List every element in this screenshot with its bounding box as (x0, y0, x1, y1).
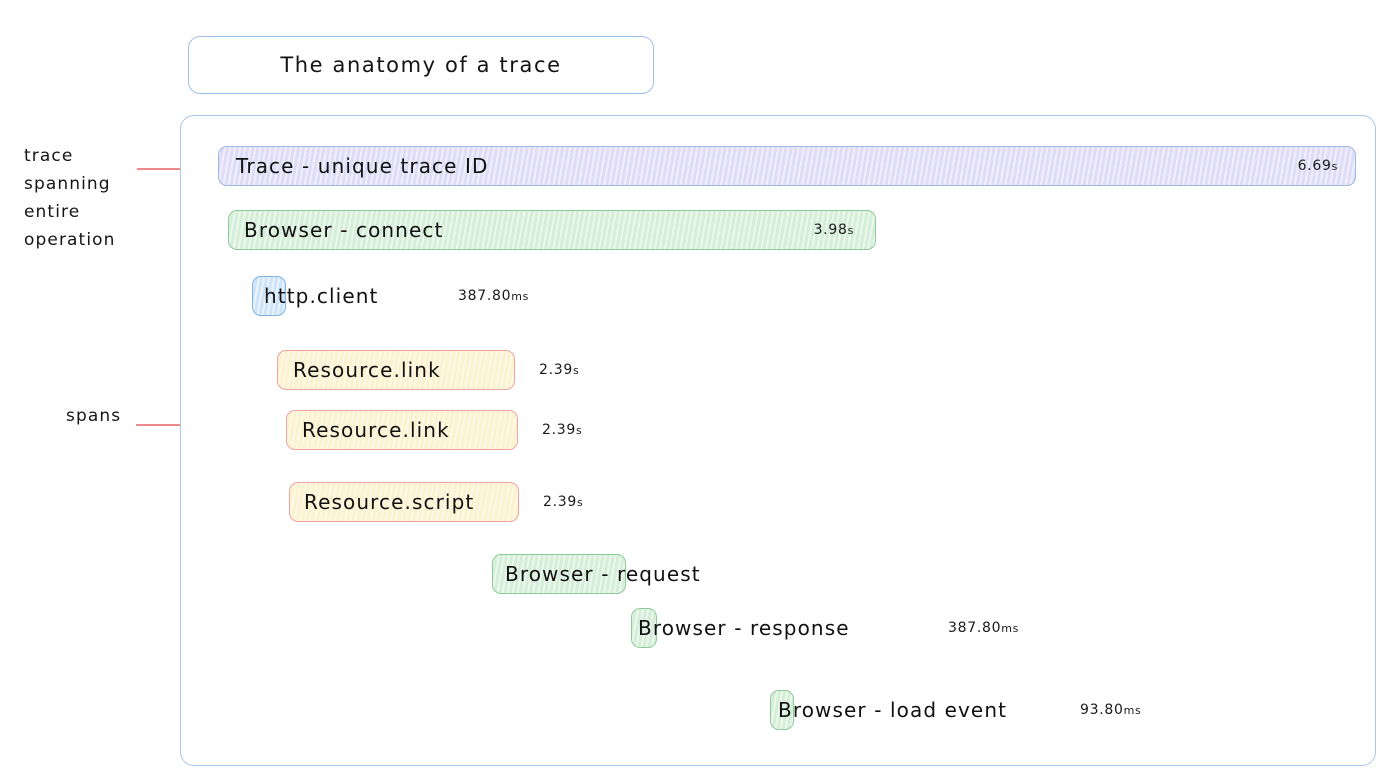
span-duration-trace: 6.69s (1298, 158, 1338, 174)
span-duration-browser-response-unit: ms (1001, 622, 1020, 635)
span-duration-browser-load-event: 93.80ms (1080, 702, 1141, 718)
span-row-http-client[interactable]: http.client 387.80ms (252, 276, 528, 316)
page-title: The anatomy of a trace (280, 53, 562, 77)
span-duration-trace-unit: s (1331, 160, 1338, 173)
span-duration-resource-link-2-unit: s (575, 424, 583, 437)
span-duration-resource-link-1: 2.39s (539, 362, 579, 378)
span-row-browser-response[interactable]: Browser - response 387.80ms (631, 608, 1018, 648)
span-row-trace[interactable]: Trace - unique trace ID 6.69s (218, 146, 1356, 186)
span-duration-http-client: 387.80ms (458, 288, 529, 304)
span-bar-browser-load-event[interactable] (770, 690, 794, 730)
span-duration-browser-connect-value: 3.98 (813, 222, 848, 238)
title-card: The anatomy of a trace (188, 36, 654, 94)
span-bar-resource-link-2[interactable] (286, 410, 518, 450)
span-duration-resource-script: 2.39s (543, 494, 583, 510)
annotation-trace-label: trace spanning entire operation (24, 146, 116, 250)
span-duration-browser-response: 387.80ms (948, 620, 1019, 636)
span-duration-http-client-unit: ms (511, 290, 530, 303)
annotation-spans-label: spans (66, 406, 122, 426)
span-row-resource-link-2[interactable]: Resource.link 2.39s (286, 410, 582, 450)
span-bar-browser-response[interactable] (631, 608, 657, 648)
span-duration-trace-value: 6.69 (1297, 158, 1332, 174)
span-duration-resource-script-unit: s (576, 496, 584, 509)
span-duration-resource-script-value: 2.39 (543, 494, 577, 510)
span-duration-resource-link-1-unit: s (572, 364, 580, 377)
span-duration-browser-connect: 3.98s (814, 222, 854, 238)
span-duration-resource-link-2: 2.39s (542, 422, 582, 438)
annotation-spans-leader-line (136, 424, 210, 426)
span-bar-resource-script[interactable] (289, 482, 519, 522)
span-row-browser-load-event[interactable]: Browser - load event 93.80ms (770, 690, 1141, 730)
span-row-browser-request[interactable]: Browser - request (492, 554, 700, 594)
span-duration-browser-response-value: 387.80 (948, 620, 1002, 636)
span-duration-browser-connect-unit: s (847, 224, 854, 237)
span-bar-http-client[interactable] (252, 276, 286, 316)
span-duration-browser-load-event-value: 93.80 (1080, 702, 1124, 718)
span-duration-resource-link-1-value: 2.39 (539, 362, 573, 378)
span-bar-browser-connect[interactable] (228, 210, 876, 250)
span-bar-browser-request[interactable] (492, 554, 626, 594)
span-row-browser-connect[interactable]: Browser - connect 3.98s (228, 210, 876, 250)
span-bar-resource-link-1[interactable] (277, 350, 515, 390)
span-duration-browser-load-event-unit: ms (1123, 704, 1142, 717)
span-bar-trace[interactable] (218, 146, 1356, 186)
span-duration-http-client-value: 387.80 (458, 288, 512, 304)
span-row-resource-link-1[interactable]: Resource.link 2.39s (277, 350, 579, 390)
annotation-trace-leader-line (137, 168, 199, 170)
span-row-resource-script[interactable]: Resource.script 2.39s (289, 482, 583, 522)
span-duration-resource-link-2-value: 2.39 (542, 422, 576, 438)
